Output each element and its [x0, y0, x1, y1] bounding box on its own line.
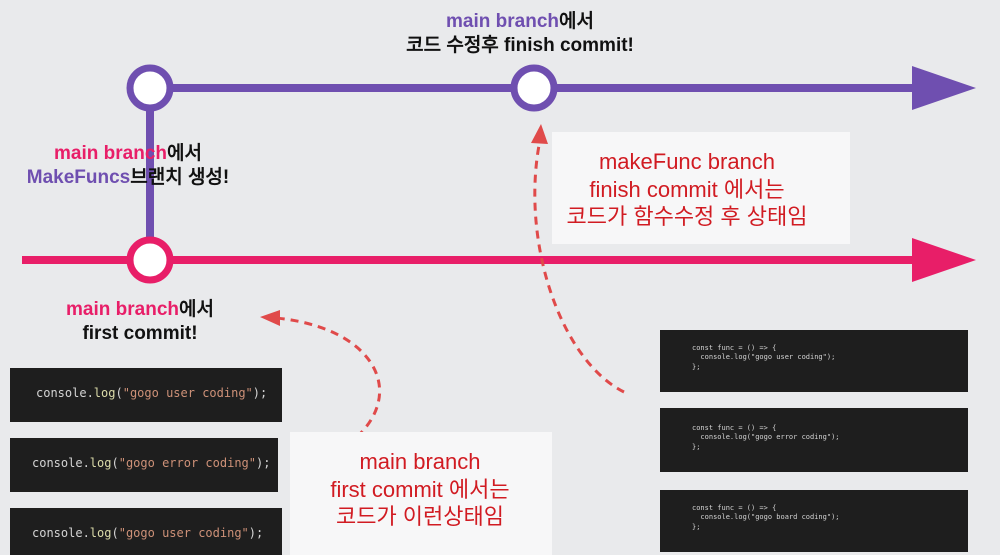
bottom-note-line3: 코드가 이런상태임 [335, 504, 505, 529]
right-note-panel [552, 132, 850, 244]
left-mid-suffix1: 에서 [167, 143, 202, 164]
top-commit-line2: 코드 수정후 finish commit! [406, 34, 634, 56]
top-commit-label: main branch에서 코드 수정후 finish commit! [360, 10, 680, 58]
right-code-panel-3: const func = () => { console.log("gogo b… [660, 490, 968, 552]
bottom-left-highlight: main branch [66, 299, 179, 320]
left-code-panel-1: console.log("gogo user coding"); [10, 368, 282, 422]
first-commit-node [126, 236, 174, 284]
bottom-note-line1: main branch [359, 449, 481, 474]
left-code-line: console.log("gogo error coding"); [32, 456, 271, 470]
bottom-dashed-arrowhead [260, 310, 280, 326]
right-code-panel-2: const func = () => { console.log("gogo e… [660, 408, 968, 472]
right-code-line3: }; [692, 522, 701, 531]
right-code-line2: console.log("gogo board coding"); [692, 513, 840, 522]
bottom-note-line2: first commit 에서는 [330, 476, 510, 502]
left-code-line: console.log("gogo user coding"); [36, 386, 268, 400]
bottom-left-line2: first commit! [82, 322, 198, 344]
left-code-line: console.log("gogo user coding"); [32, 526, 264, 540]
left-code-panel-2: console.log("gogo error coding"); [10, 438, 278, 492]
right-code-line3: }; [692, 442, 701, 451]
right-code-line2: console.log("gogo error coding"); [692, 433, 840, 442]
right-code-line1: const func = () => { [692, 424, 777, 432]
left-mid-suffix2: 브랜치 생성! [130, 166, 230, 188]
right-code-line3: }; [692, 362, 701, 371]
right-dashed-arrow [533, 139, 625, 394]
bottom-note: main branch first commit 에서는 코드가 이런상태임 [290, 448, 550, 531]
finish-commit-node [510, 64, 558, 112]
makefunc-branch-arrowhead [912, 66, 976, 110]
right-dashed-arrowhead [531, 124, 548, 144]
left-mid-highlight1: main branch [54, 143, 167, 164]
right-note-line3: 코드가 함수수정 후 상태임 [566, 204, 808, 229]
top-branch-highlight: main branch [446, 11, 559, 32]
right-code-line1: const func = () => { [692, 344, 777, 352]
right-note-line1: makeFunc branch [598, 149, 776, 174]
first-commit-label: main branch에서 first commit! [20, 298, 260, 346]
right-code-line2: console.log("gogo user coding"); [692, 353, 836, 362]
left-code-panel-3: console.log("gogo user coding"); [10, 508, 282, 555]
bottom-note-panel [290, 432, 552, 555]
branch-start-node [126, 64, 174, 112]
top-branch-suffix: 에서 [559, 11, 594, 32]
right-code-panel-1: const func = () => { console.log("gogo u… [660, 330, 968, 392]
right-code-line1: const func = () => { [692, 504, 777, 512]
bottom-left-suffix: 에서 [179, 299, 214, 320]
left-mid-highlight2: MakeFuncs [26, 166, 131, 188]
main-branch-arrowhead [912, 238, 976, 282]
branch-create-label: main branch에서 MakeFuncs브랜치 생성! [0, 142, 256, 190]
right-note-line2: finish commit 에서는 [589, 176, 785, 202]
right-note: makeFunc branch finish commit 에서는 코드가 함수… [552, 148, 822, 231]
